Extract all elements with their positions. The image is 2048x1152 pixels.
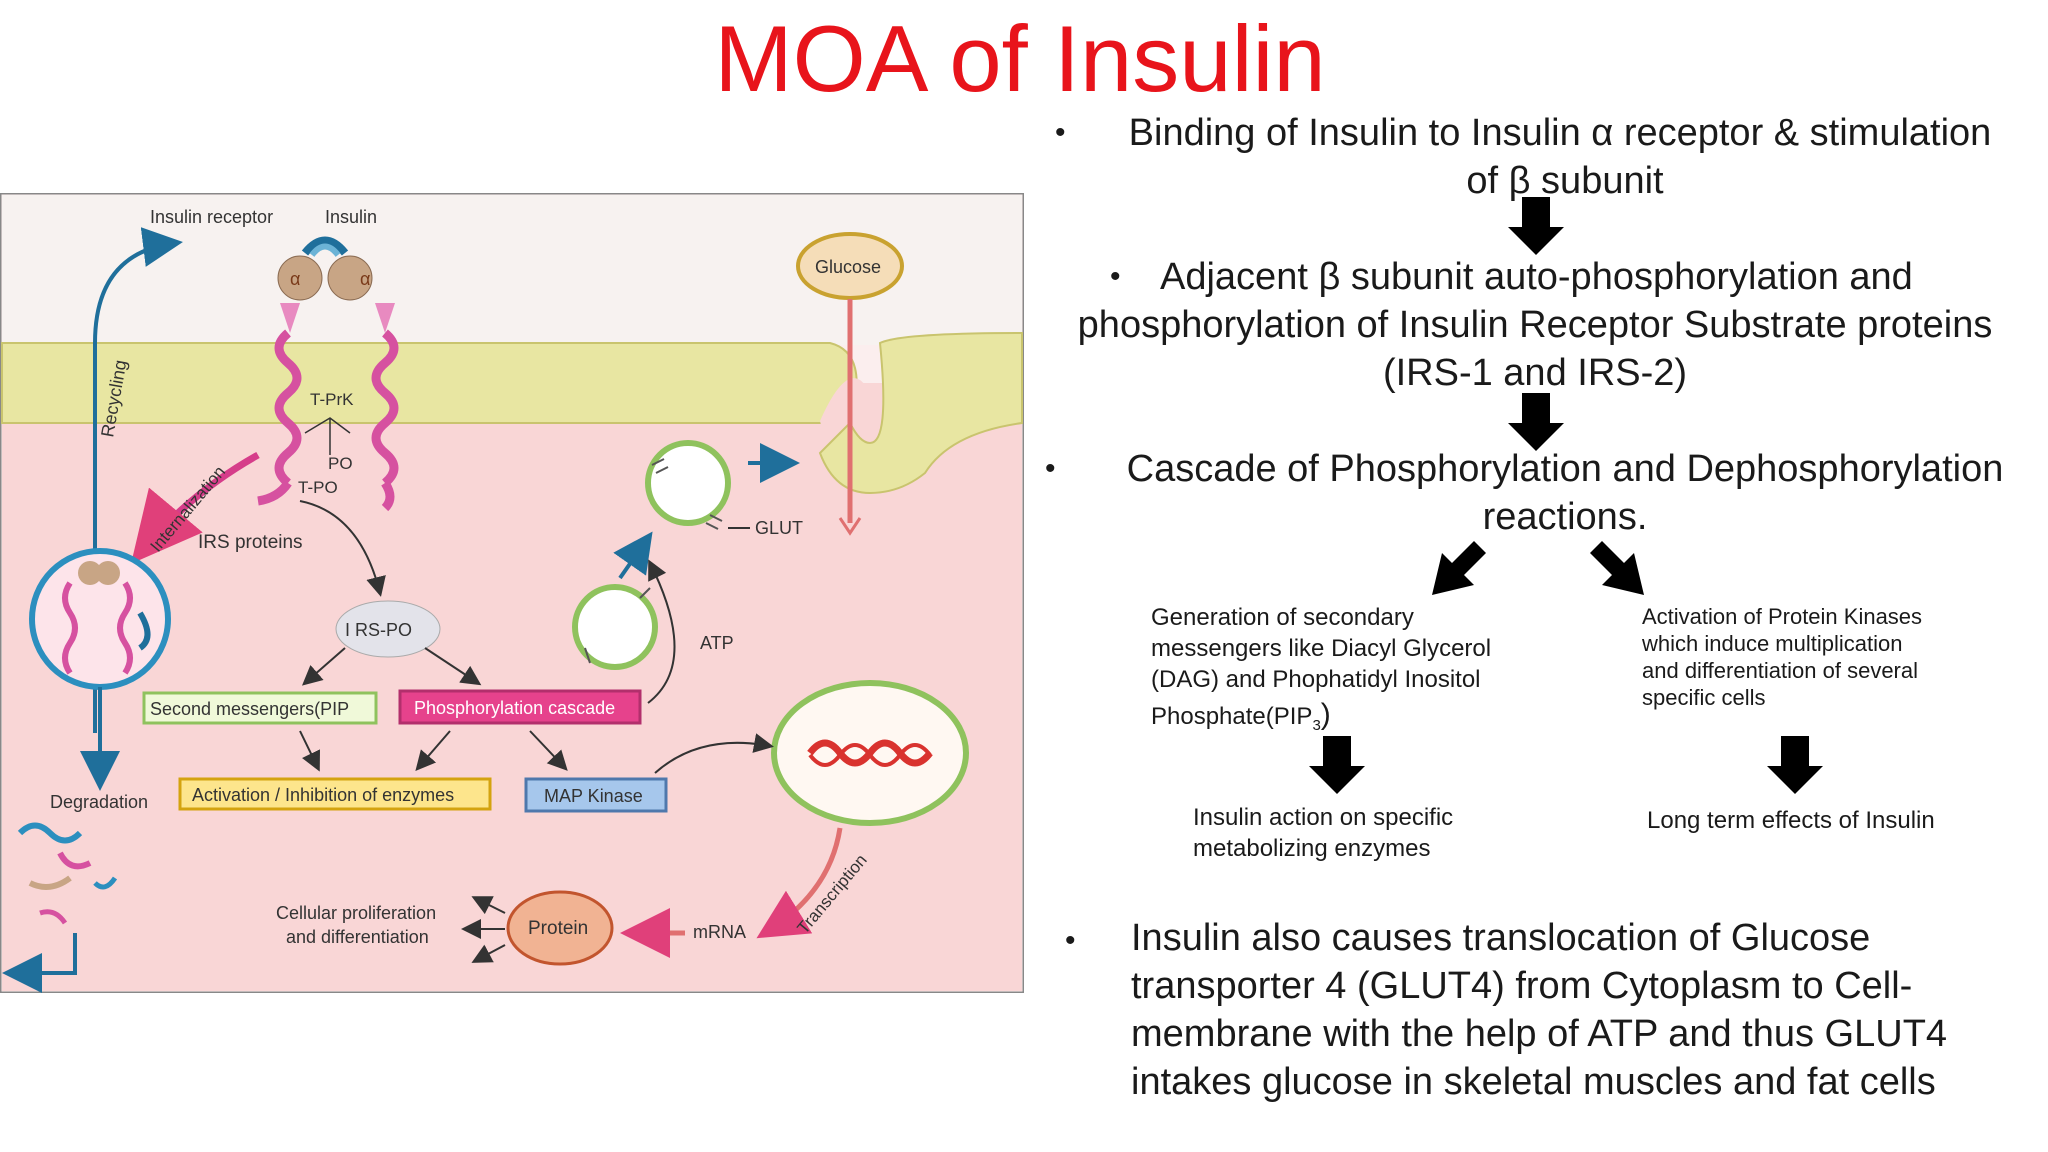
right-branch-line3: and differentiation of several [1642, 658, 1918, 683]
note-line3: membrane with the help of ATP and thus G… [1131, 1013, 1948, 1055]
label-and-differentiation: and differentiation [286, 927, 429, 947]
step1-line1: Binding of Insulin to Insulin α receptor… [1128, 112, 1992, 154]
label-phosphorylation-cascade: Phosphorylation cascade [414, 698, 615, 718]
note-line4: intakes glucose in skeletal muscles and … [1131, 1061, 1936, 1103]
recycling-arrow [93, 227, 183, 733]
left-branch-sub: 3 [1312, 716, 1321, 734]
step2-line3: (IRS-1 and IRS-2) [1382, 352, 1688, 394]
activation-inhibition-box [178, 777, 492, 811]
label-cellular-proliferation: Cellular proliferation [276, 903, 436, 923]
diagonal-arrow-left-icon [1432, 541, 1486, 595]
map-kinase-box [524, 777, 668, 813]
label-degradation: Degradation [50, 792, 148, 812]
label-protein: Protein [528, 918, 588, 939]
bullet-1: • [1055, 116, 1066, 149]
label-map-kinase: MAP Kinase [544, 786, 643, 806]
left-branch-text: Generation of secondary messengers like … [1151, 602, 1531, 741]
note-line2: transporter 4 (GLUT4) from Cytoplasm to … [1131, 965, 1913, 1007]
label-second-messengers: Second messengers(PIP [150, 699, 349, 719]
label-glucose: Glucose [815, 257, 881, 277]
label-insulin-receptor: Insulin receptor [150, 207, 273, 227]
label-activation-inhibition: Activation / Inhibition of enzymes [192, 785, 454, 805]
left-result-text: Insulin action on specific metabolizing … [1193, 802, 1533, 864]
left-branch-line1: Generation of secondary [1151, 604, 1414, 631]
transcription-arrow [756, 827, 843, 939]
phosphorylation-cascade-box [398, 689, 642, 725]
bullet-2: • [1110, 260, 1121, 293]
degraded-fragments [17, 822, 118, 925]
label-glut: GLUT [755, 518, 803, 538]
glucose-molecule [796, 232, 904, 300]
left-branch-close: ) [1320, 698, 1331, 731]
glut-vesicle-lower [572, 584, 658, 670]
label-irs-po4: I RS-PO [345, 620, 412, 640]
right-branch-line1: Activation of Protein Kinases [1642, 604, 1923, 629]
diagram-svg: Insulin receptor Insulin α α T-PrK PO T-… [0, 191, 1026, 995]
label-irs-proteins: IRS proteins [198, 532, 303, 553]
insulin-mechanism-diagram: Insulin receptor Insulin α α T-PrK PO T-… [0, 191, 1026, 995]
note-line1: Insulin also causes translocation of Glu… [1131, 917, 1871, 959]
right-branch-text: Activation of Protein Kinases which indu… [1642, 603, 2002, 711]
label-mrna: mRNA [693, 922, 746, 942]
down-arrow-left-icon [1309, 736, 1365, 794]
label-t-prk: T-PrK [310, 390, 354, 409]
label-po4: PO [328, 454, 353, 473]
down-arrow-1-icon [1508, 197, 1564, 255]
down-arrow-2-icon [1508, 393, 1564, 451]
left-result-line1: Insulin action on specific [1193, 804, 1454, 831]
bullet-3: • [1045, 452, 1056, 485]
right-result: Long term effects of Insulin [1647, 807, 1935, 834]
label-t-po4: T-PO [298, 478, 338, 497]
left-branch-line3: (DAG) and Phophatidyl Inositol [1151, 666, 1481, 693]
diagonal-arrow-right-icon [1590, 541, 1644, 595]
label-insulin: Insulin [325, 207, 377, 227]
slide-title: MOA of Insulin [714, 6, 1326, 111]
protein-node [506, 890, 614, 966]
right-branch-line4: specific cells [1642, 685, 1766, 710]
insulin-receptor [257, 236, 399, 512]
step2-line1: Adjacent β subunit auto-phosphorylation … [1160, 256, 1913, 298]
label-alpha-right: α [360, 269, 370, 289]
step3-line1: Cascade of Phosphorylation and Dephospho… [1126, 448, 2004, 490]
irs-po4-node [335, 600, 441, 658]
left-result-line2: metabolizing enzymes [1193, 835, 1431, 862]
down-arrow-right-icon [1767, 736, 1823, 794]
glut-vesicle-upper [645, 440, 731, 526]
step1-line2: of β subunit [1466, 160, 1664, 202]
left-branch-line2: messengers like Diacyl Glycerol [1151, 635, 1492, 662]
cell-membrane [1, 342, 858, 424]
glut4-note: Insulin also causes translocation of Glu… [1131, 914, 2041, 1106]
step3-line2: reactions. [1482, 496, 1648, 538]
internalization-arrow [131, 451, 260, 564]
label-atp: ATP [700, 633, 734, 653]
left-branch-line4: Phosphate(PIP [1151, 703, 1313, 730]
left-branch-line4-wrap: Phosphate(PIP3) [1151, 699, 1531, 741]
bullet-4: • [1065, 924, 1076, 957]
label-alpha-left: α [290, 269, 300, 289]
right-branch-line2: which induce multiplication [1642, 631, 1903, 656]
step2-line2: phosphorylation of Insulin Receptor Subs… [1077, 304, 1993, 346]
second-messengers-box [142, 691, 378, 725]
